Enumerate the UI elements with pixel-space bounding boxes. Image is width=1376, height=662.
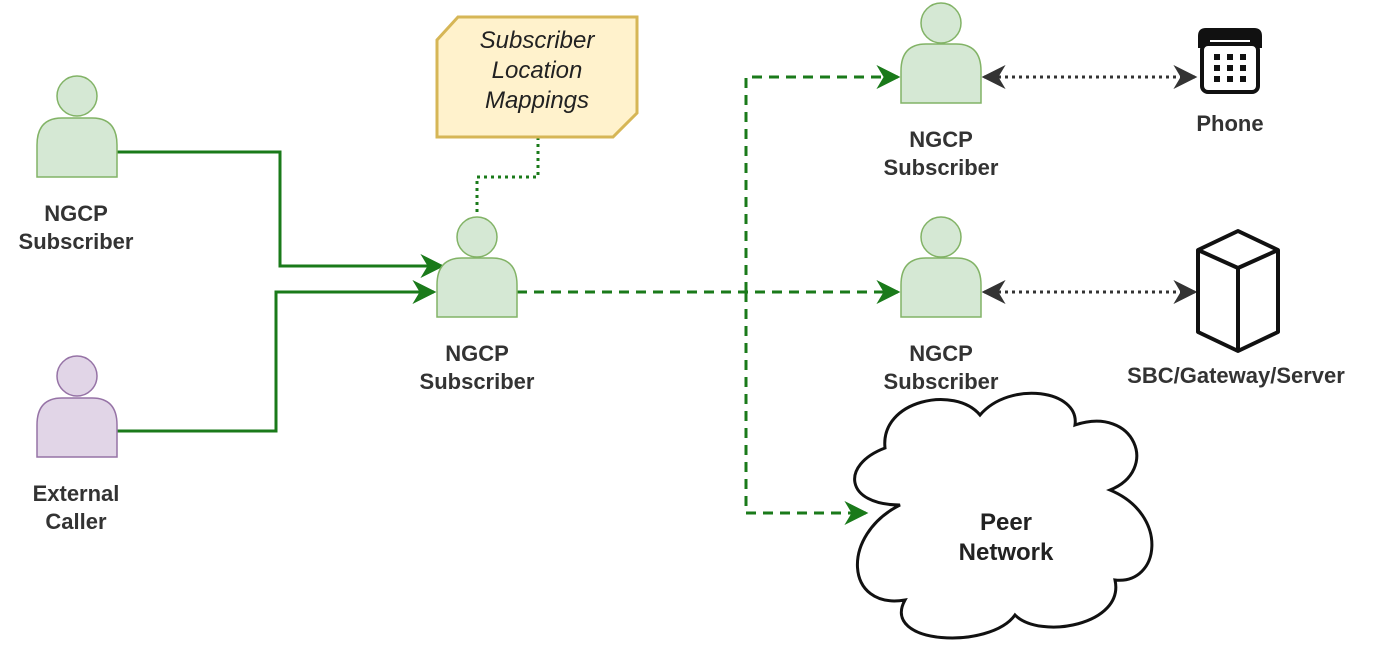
edge-note-to-center-subscriber [475,137,540,216]
edge-top-left-subscriber-to-center [117,150,445,278]
label-line: NGCP [909,127,973,152]
label-line: NGCP [909,341,973,366]
label-line: Peer [979,509,1033,536]
label-line: SBC/Gateway/Server [1127,363,1345,388]
label-line: Phone [1196,111,1264,136]
edges [117,65,1198,525]
external-caller-label: External Caller [0,480,152,536]
subscriber-mid-right-label: NGCP Subscriber [865,340,1017,396]
phone-icon [1198,28,1262,94]
edge-branch-to-top-right-subscriber [744,65,901,292]
subscriber-location-mappings-note [435,15,639,139]
subscriber-mid-right-icon [900,216,982,318]
label-line: Subscriber [419,369,535,394]
label-line: Caller [45,509,107,534]
peer-network-cloud-icon [853,391,1154,640]
subscriber-center-label: NGCP Subscriber [401,340,553,396]
external-caller-icon [36,355,118,458]
phone-label: Phone [1160,110,1300,138]
subscriber-top-right-label: NGCP Subscriber [865,126,1017,182]
subscriber-center-icon [436,216,518,318]
label-line: NGCP [44,201,108,226]
note-line: Mappings [484,87,590,114]
note-text: Subscriber Location Mappings [437,26,637,116]
note-line: Location [491,57,583,84]
label-line: Subscriber [18,229,134,254]
label-line: Network [958,539,1054,566]
edge-branch-to-peer-network [744,292,869,525]
server-icon [1196,229,1280,353]
peer-network-label: Peer Network [926,508,1086,568]
label-line: External [32,481,120,506]
subscriber-top-right-icon [900,2,982,104]
note-line: Subscriber [479,27,595,54]
label-line: Subscriber [883,155,999,180]
server-label: SBC/Gateway/Server [1108,362,1364,390]
edge-external-caller-to-center [117,280,437,433]
label-line: NGCP [445,341,509,366]
subscriber-top-left-icon [36,75,118,178]
label-line: Subscriber [883,369,999,394]
subscriber-top-left-label: NGCP Subscriber [0,200,152,256]
